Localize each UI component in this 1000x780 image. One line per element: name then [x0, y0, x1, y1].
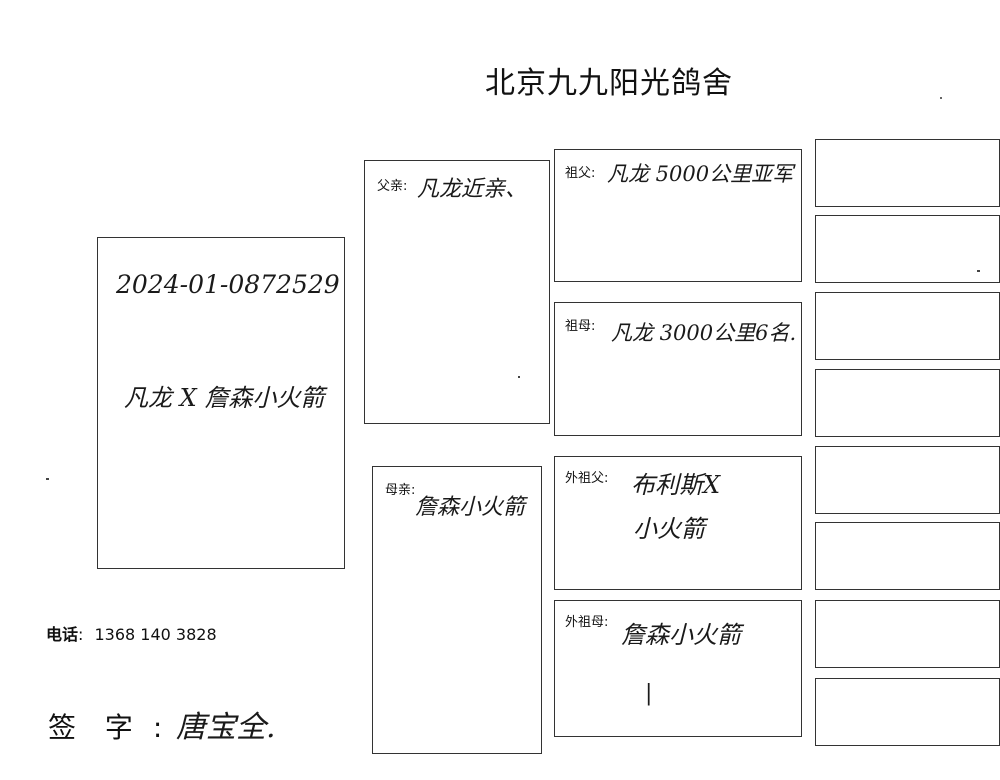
pigeon-description: 凡龙 X 詹森小火箭 [124, 384, 325, 412]
maternal-grandmother-label: 外祖母: [565, 615, 609, 630]
mother-box: 母亲: 詹森小火箭 [372, 466, 542, 754]
father-value: 凡龙近亲、 [417, 177, 528, 202]
phone-separator: : [78, 625, 84, 644]
father-label: 父亲: [377, 179, 408, 194]
scan-speck [940, 97, 942, 99]
paternal-grandmother-box: 祖母: 凡龙 3000公里6名. [554, 302, 802, 436]
empty-box-1 [815, 139, 1000, 207]
empty-box-8 [815, 678, 1000, 746]
phone-number: 1368 140 3828 [94, 625, 217, 644]
phone-label: 电话 [46, 625, 79, 644]
maternal-grandmother-extra-mark: | [645, 681, 653, 706]
empty-box-5 [815, 446, 1000, 514]
page-title: 北京九九阳光鸽舍 [485, 66, 733, 101]
maternal-grandfather-box: 外祖父: 布利斯X 小火箭 [554, 456, 802, 590]
signature-value: 唐宝全. [176, 710, 276, 745]
scan-speck [977, 270, 980, 272]
empty-box-3 [815, 292, 1000, 360]
signature-label: 签 字 [48, 711, 143, 744]
maternal-grandfather-value-line1: 布利斯X [631, 471, 721, 499]
paternal-grandmother-value: 凡龙 3000公里6名. [611, 321, 797, 345]
empty-box-7 [815, 600, 1000, 668]
signature-separator: : [152, 711, 173, 744]
paternal-grandfather-value: 凡龙 5000公里亚军 [607, 162, 794, 186]
empty-box-4 [815, 369, 1000, 437]
scan-speck [518, 376, 520, 378]
mother-label: 母亲: [385, 483, 416, 498]
maternal-grandmother-box: 外祖母: 詹森小火箭 | [554, 600, 802, 737]
paternal-grandfather-box: 祖父: 凡龙 5000公里亚军 [554, 149, 802, 282]
paternal-grandmother-label: 祖母: [565, 319, 596, 334]
empty-box-2 [815, 215, 1000, 283]
empty-box-6 [815, 522, 1000, 590]
phone-line: 电话: 1368 140 3828 [46, 621, 217, 645]
paternal-grandfather-label: 祖父: [565, 166, 596, 181]
maternal-grandfather-value-line2: 小火箭 [633, 515, 705, 543]
pigeon-box: 2024-01-0872529 凡龙 X 詹森小火箭 [97, 237, 345, 569]
ring-number: 2024-01-0872529 [116, 270, 340, 299]
maternal-grandmother-value: 詹森小火箭 [621, 621, 741, 649]
father-box: 父亲: 凡龙近亲、 [364, 160, 550, 424]
scan-speck [46, 478, 49, 480]
mother-value: 詹森小火箭 [415, 495, 526, 520]
maternal-grandfather-label: 外祖父: [565, 471, 609, 486]
signature-line: 签 字: [48, 706, 172, 746]
